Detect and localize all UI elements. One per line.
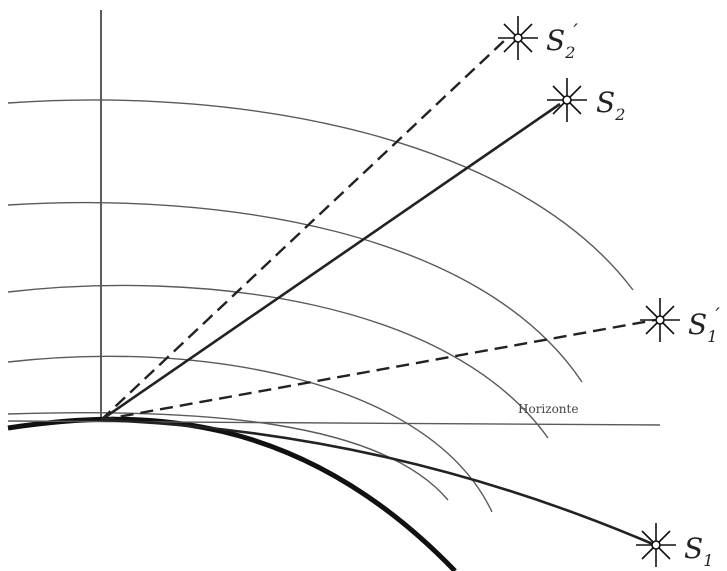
star-label-s1-prime: S1′: [688, 303, 720, 346]
star-label-s1: S1: [684, 532, 713, 570]
earth-surface: [8, 419, 455, 571]
atmosphere-layer-2: [8, 203, 582, 382]
atmosphere-layer-3: [8, 285, 548, 438]
star-label-s2-prime: S2′: [546, 19, 578, 62]
horizon-label: Horizonte: [518, 402, 578, 416]
apparent-ray-s2: [101, 40, 505, 420]
real-ray-s2: [101, 104, 560, 420]
horizon-line: [8, 421, 660, 425]
real-ray-s1: [101, 420, 655, 545]
star-s1-icon: [636, 523, 676, 567]
star-s1-prime-icon: [640, 298, 680, 342]
star-label-s2: S2: [596, 86, 625, 124]
star-s2-prime-icon: [498, 16, 538, 60]
atmosphere-layer-4: [8, 356, 492, 512]
star-s2-icon: [547, 78, 587, 122]
